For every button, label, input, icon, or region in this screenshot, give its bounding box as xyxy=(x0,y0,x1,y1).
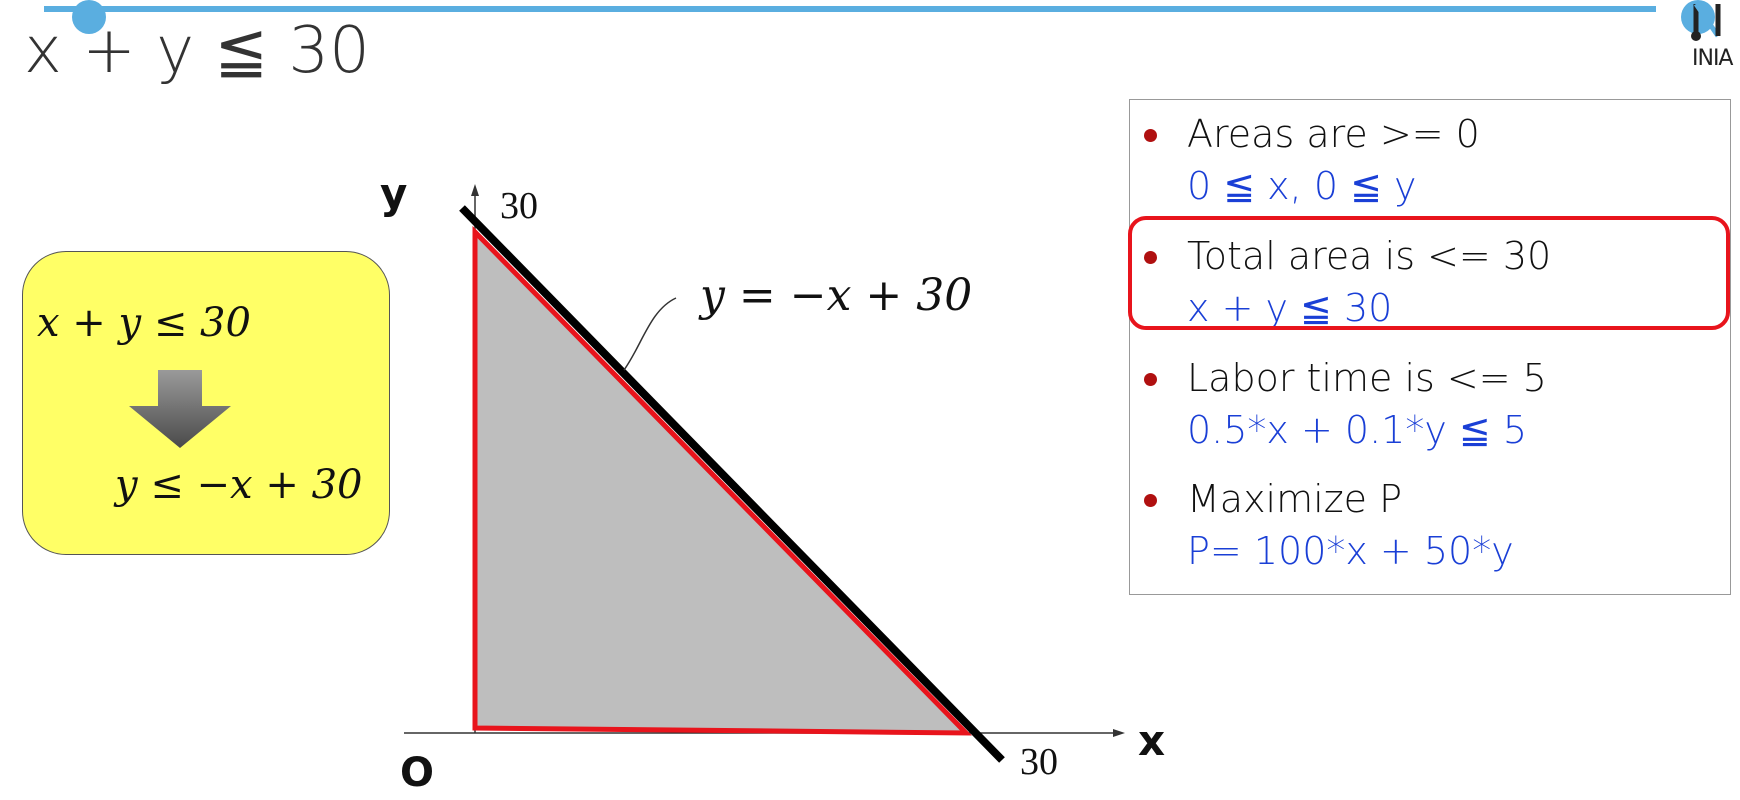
list-item-equation: 0.5*x + 0.1*y ≦ 5 xyxy=(1187,408,1528,452)
feasible-region-graph: y 30 y = −x + 30 30 x O xyxy=(380,170,1165,796)
list-item-text: Maximize P xyxy=(1187,477,1403,521)
bullet-icon xyxy=(1144,251,1157,264)
boundary-line xyxy=(459,205,1005,763)
x-axis-arrowhead xyxy=(1113,729,1125,737)
rearrangement-callout: x + y ≤ 30 y ≤ −x + 30 xyxy=(22,251,390,555)
list-item-equation: 0 ≦ x, 0 ≦ y xyxy=(1187,164,1417,208)
bullet-icon xyxy=(1144,494,1157,507)
accent-bar-left-dot xyxy=(72,0,106,34)
bullet-icon xyxy=(1144,129,1157,142)
callout-rearranged: y ≤ −x + 30 xyxy=(115,462,363,508)
constraints-panel: Areas are >= 0 0 ≦ x, 0 ≦ y Total area i… xyxy=(1129,99,1731,595)
down-arrow-icon xyxy=(129,370,231,448)
callout-inequality: x + y ≤ 30 xyxy=(37,300,251,346)
logo-icon xyxy=(1691,2,1721,41)
y-axis-arrowhead xyxy=(471,184,479,196)
bullet-icon xyxy=(1144,373,1157,386)
x-axis-label: x xyxy=(1138,716,1165,765)
list-item-text: Labor time is <= 5 xyxy=(1187,356,1547,400)
top-accent-bar xyxy=(44,0,1715,34)
logo-text: INIA xyxy=(1692,46,1733,71)
list-item-equation: P= 100*x + 50*y xyxy=(1187,529,1514,573)
highlight-box xyxy=(1128,216,1730,330)
slide-title: x + y ≦ 30 xyxy=(24,14,370,88)
y-axis-label: y xyxy=(380,170,407,218)
line-label: y = −x + 30 xyxy=(698,270,972,321)
list-item-equation: x + y ≦ 30 xyxy=(1187,286,1393,330)
line-label-leader xyxy=(623,297,677,371)
x-intercept-label: 30 xyxy=(1020,741,1058,783)
feasible-region xyxy=(472,225,973,736)
y-intercept-label: 30 xyxy=(500,185,538,227)
origin-label: O xyxy=(400,750,434,796)
list-item-text: Areas are >= 0 xyxy=(1187,112,1480,156)
list-item-text: Total area is <= 30 xyxy=(1187,234,1552,278)
